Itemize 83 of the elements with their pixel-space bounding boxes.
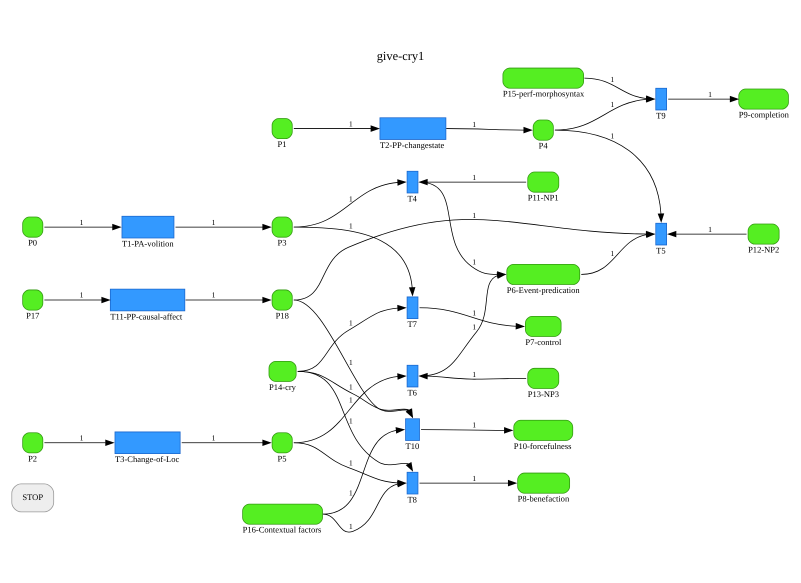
edge-label: 1 xyxy=(610,132,614,141)
node-label: T4 xyxy=(407,193,417,204)
arrow xyxy=(418,372,527,380)
edge-label: 1 xyxy=(472,210,476,220)
node-label: P16-Contextual factors xyxy=(242,524,322,535)
edge-label: 1 xyxy=(348,194,353,204)
node-label: T9 xyxy=(656,110,666,120)
node-label: P15-perf-morphosyntax xyxy=(502,88,584,99)
node-label: P14-cry xyxy=(268,382,296,392)
node-label: P11-NP1 xyxy=(528,192,559,203)
node-label: P0 xyxy=(28,238,38,248)
arrow xyxy=(44,296,111,304)
edge-label: 1 xyxy=(472,172,476,182)
node-label: T5 xyxy=(656,245,666,256)
arrow xyxy=(420,427,514,434)
edge-label: 1 xyxy=(708,90,712,99)
arrow xyxy=(446,126,533,134)
arrow xyxy=(419,480,518,486)
arrow xyxy=(293,300,414,418)
arrow xyxy=(185,296,272,304)
diagram-title: give-cry1 xyxy=(376,49,424,64)
edge-label: 1 xyxy=(348,318,353,328)
edge-label: 1 xyxy=(348,382,353,392)
node-label: P17 xyxy=(26,310,40,320)
node-label: P5 xyxy=(278,453,287,464)
edge-label: 1 xyxy=(610,248,614,258)
edge-label: 1 xyxy=(348,119,353,128)
arrow xyxy=(293,226,416,297)
node-label: P8-benefaction xyxy=(518,494,570,504)
node-label: T10 xyxy=(406,440,420,451)
edge-label: 1 xyxy=(348,358,353,368)
node-label: P13-NP3 xyxy=(528,388,559,399)
node-label: P9-completion xyxy=(738,110,789,120)
node-label: P6-Event-predication xyxy=(506,284,580,295)
arrow xyxy=(44,224,122,230)
arrow xyxy=(668,96,740,102)
edge-label: 1 xyxy=(348,458,353,468)
edge-label: 1 xyxy=(348,488,353,498)
node-label: P2 xyxy=(28,453,38,464)
label: STOP xyxy=(22,492,44,502)
node-label: T2-PP-changestate xyxy=(380,140,444,150)
node-label: P4 xyxy=(538,140,548,151)
edge-label: 1 xyxy=(472,308,476,318)
edge-label: 1 xyxy=(80,218,84,227)
edge-label: 1 xyxy=(348,222,353,231)
edge-label: 1 xyxy=(212,433,216,442)
edge-label: 1 xyxy=(348,416,353,426)
edge-label: 1 xyxy=(472,370,476,379)
edge-label: 1 xyxy=(610,100,614,109)
node-label: T6 xyxy=(407,387,417,398)
arrow xyxy=(175,224,272,230)
edge-label: 1 xyxy=(610,75,614,84)
edge-label: 1 xyxy=(80,290,84,300)
arrow xyxy=(322,427,406,515)
arrow xyxy=(419,307,526,330)
node-label: P7-control xyxy=(525,336,562,347)
node-label: P10-forcefulness xyxy=(514,440,572,451)
edge-label: 1 xyxy=(80,433,84,442)
node-label: P1 xyxy=(278,139,287,150)
arrow xyxy=(44,440,115,446)
node-label: T7 xyxy=(407,319,417,330)
edge-label: 1 xyxy=(348,522,353,531)
edge-label: 1 xyxy=(472,474,476,483)
arrow xyxy=(297,371,414,472)
edge-label: 1 xyxy=(212,218,216,227)
node-label: P18 xyxy=(276,310,289,320)
edge-label: 1 xyxy=(472,257,476,266)
edge-label: 1 xyxy=(212,290,216,300)
edge-label: 1 xyxy=(708,224,712,234)
arrow xyxy=(293,125,380,132)
arrow xyxy=(297,371,414,418)
node-label: T3-Change-of-Loc xyxy=(114,454,180,464)
node-label: T11-PP-causal-affect xyxy=(110,311,182,322)
edge-label: 1 xyxy=(472,120,476,130)
arrow xyxy=(667,230,747,238)
edge-label: 1 xyxy=(472,420,476,430)
node-label: T8 xyxy=(407,494,417,504)
node-label: T1-PA-volition xyxy=(122,238,174,248)
edge-label: 1 xyxy=(472,322,476,332)
node-label: P12-NP2 xyxy=(748,244,780,255)
arrow xyxy=(181,440,272,446)
edge-label: 1 xyxy=(348,395,353,404)
node-label: P3 xyxy=(278,238,287,248)
